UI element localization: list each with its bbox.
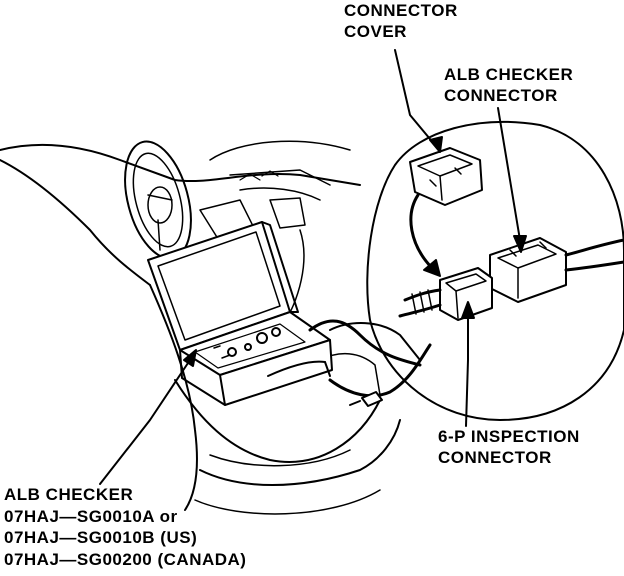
alb-checker-box xyxy=(147,221,333,406)
alb-checker-connector xyxy=(489,237,624,303)
label-line: 07HAJ—SG0010B (US) xyxy=(4,528,198,547)
leader-lines xyxy=(99,49,527,485)
connector-cover xyxy=(409,147,483,206)
label-line: CONNECTOR xyxy=(438,448,552,467)
label-line: 07HAJ—SG0010A or xyxy=(4,506,178,526)
label-line: CONNECTOR xyxy=(444,86,558,105)
inspection-connector xyxy=(398,267,493,321)
label-inspection-connector: 6-P INSPECTION CONNECTOR xyxy=(438,426,580,468)
label-alb-checker-connector: ALB CHECKER CONNECTOR xyxy=(444,64,573,106)
label-line: ALB CHECKER xyxy=(4,485,134,504)
label-line: 6-P INSPECTION xyxy=(438,427,580,446)
cover-arrow xyxy=(409,193,441,277)
label-line: COVER xyxy=(344,22,407,41)
label-line: 07HAJ—SG00200 (CANADA) xyxy=(4,549,247,569)
label-line: CONNECTOR xyxy=(344,1,458,20)
label-alb-checker: ALB CHECKER 07HAJ—SG0010A or 07HAJ—SG001… xyxy=(4,484,246,570)
checker-cable xyxy=(308,319,432,407)
dashboard-outline xyxy=(0,140,421,515)
label-connector-cover: CONNECTOR COVER xyxy=(344,0,458,42)
label-line: ALB CHECKER xyxy=(444,65,574,84)
detail-inset xyxy=(366,121,624,421)
